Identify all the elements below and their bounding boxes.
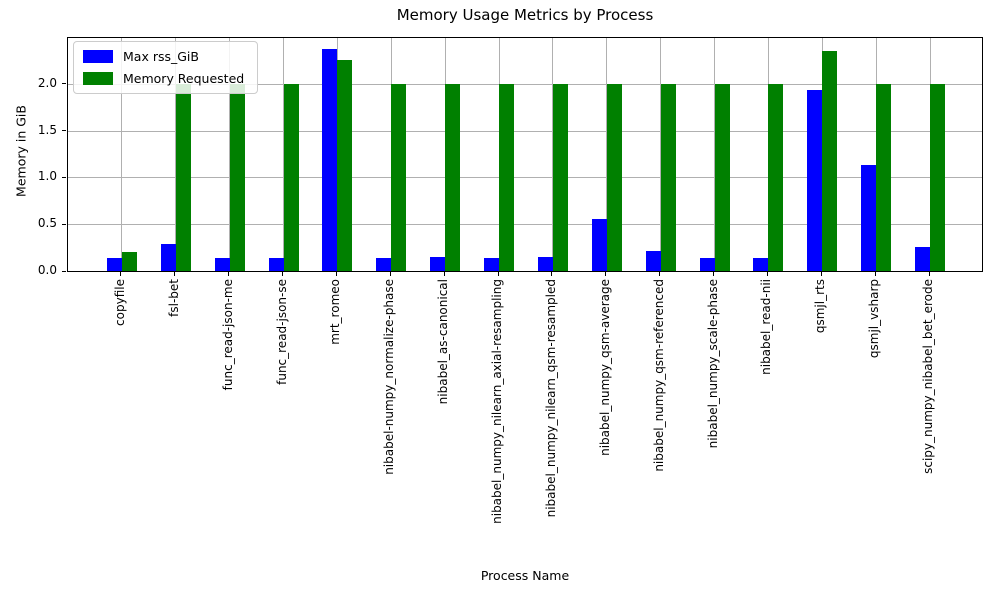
x-tick-mark bbox=[713, 272, 715, 276]
bar-memory-requested-copyfile bbox=[121, 252, 137, 271]
bar-max-rss-gib-nibabel-numpy-qsm-average bbox=[591, 218, 607, 271]
x-tick-label: nibabel_numpy_qsm-referenced bbox=[651, 279, 666, 472]
bar-max-rss-gib-nibabel-numpy-normalize-phase bbox=[376, 257, 392, 271]
x-tick-label: mrt_romeo bbox=[328, 279, 343, 345]
x-tick-label: nibabel_numpy_qsm-average bbox=[597, 279, 612, 456]
bar-memory-requested-scipy-numpy-nibabel-bet-erode bbox=[930, 83, 946, 271]
x-tick-label: nibabel_read-nii bbox=[759, 279, 774, 375]
bar-max-rss-gib-fsl-bet bbox=[160, 243, 176, 271]
bar-memory-requested-fsl-bet bbox=[175, 83, 191, 271]
x-tick-mark bbox=[282, 272, 284, 276]
bar-max-rss-gib-nibabel-as-canonical bbox=[430, 256, 446, 271]
x-tick-mark bbox=[174, 272, 176, 276]
bar-max-rss-gib-scipy-numpy-nibabel-bet-erode bbox=[915, 246, 931, 271]
x-tick-mark bbox=[120, 272, 122, 276]
x-tick-label: nibabel_numpy_nilearn_qsm-resampled bbox=[543, 279, 558, 518]
x-tick-label: func_read-json-se bbox=[274, 279, 289, 385]
bar-max-rss-gib-func-read-json-se bbox=[268, 257, 284, 271]
y-tick-mark bbox=[62, 223, 66, 225]
bar-memory-requested-nibabel-numpy-normalize-phase bbox=[391, 83, 407, 271]
legend-swatch-max-rss-gib bbox=[83, 50, 113, 63]
x-tick-mark bbox=[820, 272, 822, 276]
legend: Max rss_GiB Memory Requested bbox=[73, 41, 259, 94]
legend-label: Memory Requested bbox=[123, 71, 245, 86]
gridline-horizontal bbox=[68, 177, 982, 179]
y-tick-label: 0.5 bbox=[37, 216, 57, 231]
y-tick-mark bbox=[62, 130, 66, 132]
bar-max-rss-gib-nibabel-numpy-qsm-referenced bbox=[645, 251, 661, 271]
y-tick-mark bbox=[62, 270, 66, 272]
legend-item-max-rss-gib: Max rss_GiB bbox=[83, 49, 244, 64]
x-tick-label: scipy_numpy_nibabel_bet_erode bbox=[921, 279, 936, 474]
y-tick-label: 1.5 bbox=[37, 122, 57, 137]
y-tick-mark bbox=[62, 83, 66, 85]
y-tick-mark bbox=[62, 176, 66, 178]
gridline-horizontal bbox=[68, 83, 982, 85]
x-tick-mark bbox=[874, 272, 876, 276]
bar-memory-requested-mrt-romeo bbox=[337, 59, 353, 271]
x-tick-mark bbox=[605, 272, 607, 276]
y-tick-label: 0.0 bbox=[37, 263, 57, 277]
x-tick-mark bbox=[766, 272, 768, 276]
bar-memory-requested-nibabel-read-nii bbox=[768, 83, 784, 271]
bar-max-rss-gib-nibabel-read-nii bbox=[753, 257, 769, 271]
x-tick-label: nibabel_numpy_scale-phase bbox=[705, 279, 720, 449]
x-tick-mark bbox=[659, 272, 661, 276]
bar-memory-requested-nibabel-numpy-nilearn-qsm-resampled bbox=[552, 83, 568, 271]
x-tick-label: nibabel_numpy_nilearn_axial-resampling bbox=[490, 279, 505, 524]
x-tick-label: nibabel_as-canonical bbox=[436, 279, 451, 405]
bar-memory-requested-func-read-json-se bbox=[283, 83, 299, 271]
bar-memory-requested-func-read-json-me bbox=[229, 83, 245, 271]
gridline-vertical bbox=[121, 38, 123, 271]
x-tick-mark bbox=[551, 272, 553, 276]
bar-memory-requested-nibabel-numpy-nilearn-axial-resampling bbox=[499, 83, 515, 271]
x-tick-mark bbox=[497, 272, 499, 276]
x-axis-label: Process Name bbox=[480, 568, 570, 583]
bar-max-rss-gib-nibabel-numpy-nilearn-axial-resampling bbox=[484, 257, 500, 271]
bar-max-rss-gib-func-read-json-me bbox=[214, 257, 230, 271]
bar-memory-requested-qsmjl-vsharp bbox=[876, 83, 892, 271]
gridline-horizontal bbox=[68, 130, 982, 132]
y-tick-label: 2.0 bbox=[37, 75, 57, 90]
x-tick-label: qsmjl_rts bbox=[813, 279, 828, 334]
y-tick-label: 1.0 bbox=[37, 169, 57, 184]
bar-max-rss-gib-qsmjl-vsharp bbox=[861, 165, 877, 271]
legend-item-memory-requested: Memory Requested bbox=[83, 71, 244, 86]
x-tick-mark bbox=[228, 272, 230, 276]
bar-memory-requested-qsmjl-rts bbox=[822, 51, 838, 271]
bar-max-rss-gib-nibabel-numpy-nilearn-qsm-resampled bbox=[537, 256, 553, 271]
bar-max-rss-gib-mrt-romeo bbox=[322, 49, 338, 271]
x-tick-label: fsl-bet bbox=[166, 279, 181, 317]
gridline-horizontal bbox=[68, 224, 982, 226]
legend-label: Max rss_GiB bbox=[123, 49, 199, 64]
bar-max-rss-gib-nibabel-numpy-scale-phase bbox=[699, 257, 715, 271]
bar-memory-requested-nibabel-numpy-qsm-referenced bbox=[660, 83, 676, 271]
bar-max-rss-gib-copyfile bbox=[106, 257, 122, 271]
bar-memory-requested-nibabel-as-canonical bbox=[445, 83, 461, 271]
bar-max-rss-gib-qsmjl-rts bbox=[807, 90, 823, 271]
x-tick-mark bbox=[928, 272, 930, 276]
x-tick-label: func_read-json-me bbox=[220, 279, 235, 391]
chart-title: Memory Usage Metrics by Process bbox=[396, 6, 654, 24]
x-tick-mark bbox=[389, 272, 391, 276]
x-tick-label: qsmjl_vsharp bbox=[867, 279, 882, 359]
x-tick-mark bbox=[335, 272, 337, 276]
x-tick-label: nibabel-numpy_normalize-phase bbox=[382, 279, 397, 475]
bar-memory-requested-nibabel-numpy-qsm-average bbox=[606, 83, 622, 271]
bar-memory-requested-nibabel-numpy-scale-phase bbox=[714, 83, 730, 271]
legend-swatch-memory-requested bbox=[83, 72, 113, 85]
x-tick-label: copyfile bbox=[112, 279, 127, 326]
x-tick-mark bbox=[443, 272, 445, 276]
